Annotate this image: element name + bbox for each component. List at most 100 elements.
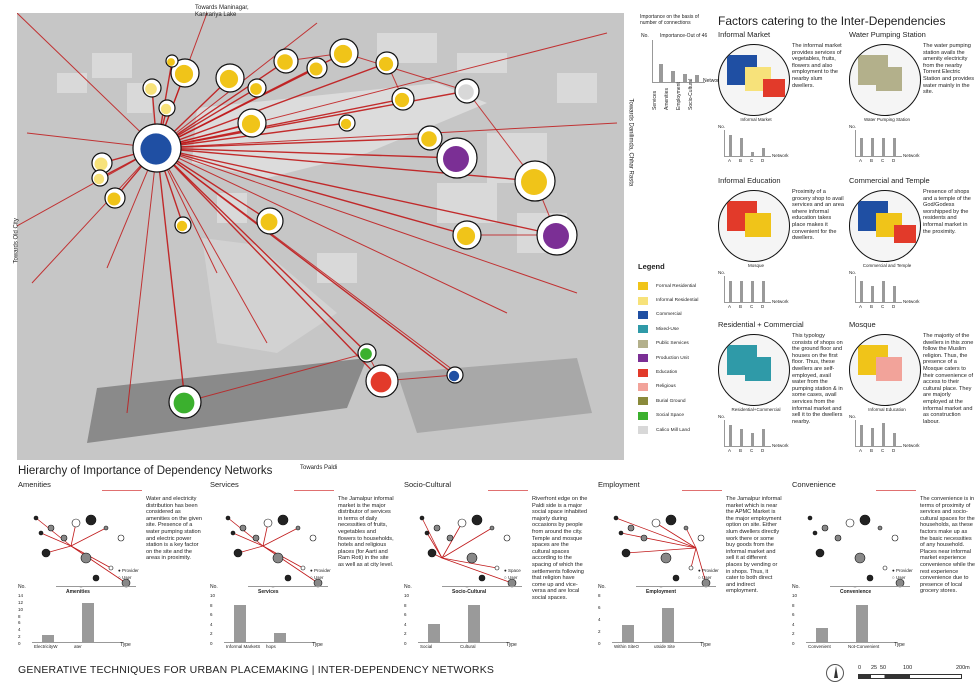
factor-bar-2 bbox=[751, 433, 754, 446]
scale-label-2: 50 bbox=[880, 665, 887, 671]
mini-node-0 bbox=[613, 515, 619, 521]
factor-title: Mosque bbox=[849, 320, 876, 329]
factor-diagram-block bbox=[894, 225, 916, 243]
mini-node-8 bbox=[688, 565, 694, 571]
footer-left: GENERATIVE TECHNIQUES FOR URBAN PLACEMAK… bbox=[18, 664, 309, 676]
hierarchy-chart-top-line bbox=[248, 586, 328, 587]
factor-bar-2 bbox=[751, 281, 754, 302]
mini-connection-6 bbox=[625, 547, 697, 554]
legend-label: Religious bbox=[656, 384, 676, 390]
legend-swatch bbox=[638, 325, 648, 334]
mini-node-10 bbox=[701, 578, 711, 588]
mini-connection-6 bbox=[237, 545, 264, 554]
mini-connection-10 bbox=[70, 545, 127, 584]
factor-title: Informal Market bbox=[718, 30, 771, 39]
mini-node-5 bbox=[891, 534, 899, 542]
node-fill-7 bbox=[241, 114, 261, 134]
node-fill-20 bbox=[456, 226, 476, 246]
factor-letter-0: A bbox=[859, 158, 863, 163]
factor-bar-0 bbox=[860, 137, 863, 156]
mini-node-4 bbox=[295, 525, 301, 531]
hierarchy-tick-2: 10 bbox=[18, 606, 24, 612]
factor-caption: Informal Education bbox=[868, 407, 906, 412]
mini-node-2 bbox=[263, 518, 273, 528]
legend-label: Social Space bbox=[656, 413, 684, 419]
factor-bar-0 bbox=[729, 135, 732, 156]
connection-line-9 bbox=[156, 60, 287, 149]
factor-bar-chart bbox=[855, 420, 902, 447]
hierarchy-category-0: ElectricityW bbox=[34, 644, 58, 649]
mini-node-12 bbox=[812, 530, 818, 536]
mini-node-5 bbox=[697, 534, 705, 542]
hierarchy-no-label: No. bbox=[210, 584, 218, 590]
hierarchy-panel-title: Employment bbox=[598, 480, 640, 489]
hierarchy-panel-title: Amenities bbox=[18, 480, 51, 489]
building-block-1 bbox=[92, 53, 132, 78]
hierarchy-bar-0 bbox=[428, 623, 440, 642]
hierarchy-legend-user: ○ User bbox=[118, 575, 132, 580]
hierarchy-legend-user: ○ User bbox=[504, 575, 518, 580]
legend-label: Public Services bbox=[656, 341, 689, 347]
node-fill-8 bbox=[250, 83, 262, 95]
connection-line-23 bbox=[156, 147, 368, 354]
factor-bar-1 bbox=[871, 427, 874, 446]
node-fill-25 bbox=[448, 370, 460, 382]
legend-item: Production Unit bbox=[638, 351, 710, 365]
hierarchy-tick-1: 8 bbox=[792, 602, 795, 608]
mini-connection-4 bbox=[70, 527, 107, 547]
importance-bar-3 bbox=[695, 74, 699, 82]
hierarchy-tick-2: 6 bbox=[792, 612, 795, 618]
hierarchy-legend-provider: ● Provider bbox=[892, 568, 913, 573]
hierarchy-tick-3: 4 bbox=[404, 621, 407, 627]
mini-node-3 bbox=[471, 514, 483, 526]
factor-bar-chart bbox=[724, 130, 771, 157]
mini-node-12 bbox=[618, 530, 624, 536]
factor-letter-1: B bbox=[739, 448, 743, 453]
hierarchy-type-label: Type bbox=[894, 642, 905, 648]
mini-node-13 bbox=[640, 534, 648, 542]
hierarchy-category-1: ater bbox=[74, 644, 82, 649]
hierarchy-red-line bbox=[294, 490, 334, 491]
mini-connection-4 bbox=[441, 527, 493, 559]
mini-node-9 bbox=[92, 574, 100, 582]
factor-axis-network: Network bbox=[903, 443, 920, 448]
hierarchy-tick-0: 14 bbox=[18, 593, 24, 598]
legend-swatch bbox=[638, 354, 648, 363]
node-fill-12 bbox=[378, 56, 394, 72]
factor-letter-3: D bbox=[761, 158, 765, 163]
factor-bar-chart bbox=[724, 420, 771, 447]
factor-bar-1 bbox=[740, 429, 743, 446]
mini-node-6 bbox=[41, 548, 51, 558]
connection-line-17 bbox=[156, 147, 458, 159]
hierarchy-tick-4: 2 bbox=[404, 631, 407, 637]
hierarchy-bar-chart bbox=[612, 596, 704, 643]
hierarchy-bar-chart bbox=[418, 596, 510, 643]
factor-bar-chart bbox=[855, 276, 902, 303]
factor-letter-3: D bbox=[892, 158, 896, 163]
hierarchy-type-label: Type bbox=[312, 642, 323, 648]
hierarchy-legend-user: ○ User bbox=[892, 575, 906, 580]
hierarchy-bar-0 bbox=[234, 605, 246, 642]
mini-node-0 bbox=[33, 515, 39, 521]
legend-item: Religious bbox=[638, 380, 710, 394]
mini-connection-10 bbox=[695, 547, 707, 584]
mini-node-8 bbox=[108, 565, 114, 571]
hierarchy-chart-title: Convenience bbox=[840, 589, 872, 595]
hierarchy-legend-provider: ● Space bbox=[504, 568, 521, 573]
factor-bar-2 bbox=[882, 137, 885, 156]
secondary-connection-1 bbox=[343, 52, 468, 92]
hierarchy-tick-0: 10 bbox=[210, 593, 216, 598]
factor-diagram-block bbox=[745, 213, 771, 237]
hierarchy-bar-0 bbox=[42, 635, 54, 642]
legend-title: Legend bbox=[638, 262, 665, 271]
factors-title: Factors catering to the Inter-Dependenci… bbox=[718, 14, 946, 28]
factor-bar-0 bbox=[860, 425, 863, 446]
